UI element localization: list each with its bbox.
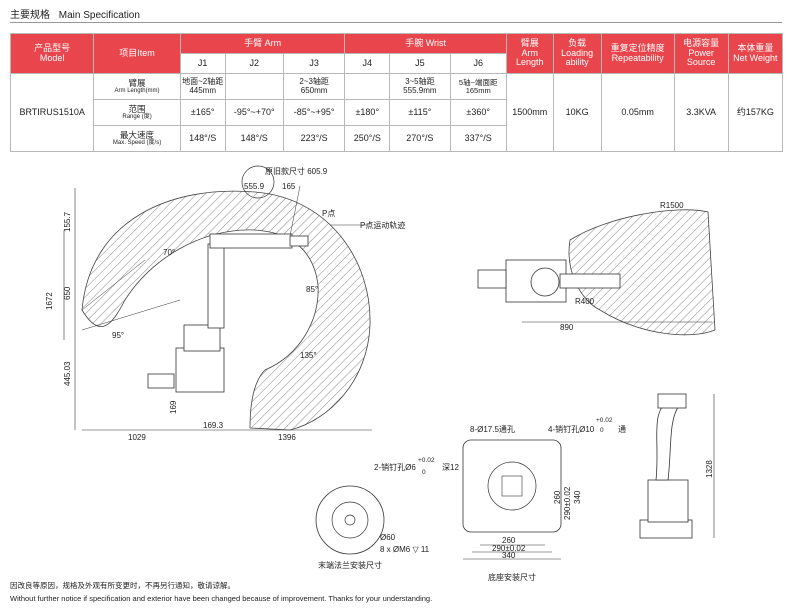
label-pin1: 4-销钉孔Ø10 [548,424,595,434]
weight-value: 约157KG [727,73,784,152]
arm-group-header: 手臂 Arm [179,33,346,54]
robot-base [175,347,225,393]
label-260-h: 260 [502,536,516,545]
label-135deg: 135° [300,351,317,360]
wrist-group-header: 手腕 Wrist [344,33,507,54]
label-pin1-tol: +0.02 [596,417,613,424]
label-85deg: 85° [306,285,318,294]
flange-drawing: 2-销钉孔Ø6 +0.02 0 深12 Ø60 8 x ØM6 ▽ 11 末端法… [315,457,459,570]
label-old-size: 原旧款尺寸 605.9 [265,166,328,176]
robot-connector [147,373,175,389]
label-290-v: 290±0.02 [563,486,572,520]
label-pin2-tol0: 0 [422,469,426,476]
label-260-v: 260 [553,490,562,504]
label-r400: R400 [575,297,595,306]
label-1328: 1328 [705,460,714,478]
top-robot-tool [477,269,507,289]
label-340-h: 340 [502,551,516,560]
label-pin1-depth: 通 [618,424,626,434]
speed-j5: 270°/S [389,125,451,152]
label-155-7: 155.7 [63,211,72,232]
label-169: 169 [169,400,178,414]
footer-note-en: Without further notice if specification … [10,594,433,603]
side-view-drawing: 原旧款尺寸 605.9 555.9 165 P点 P点运动轨迹 70° 95° … [45,165,405,442]
label-1672: 1672 [45,292,54,310]
label-1029: 1029 [128,433,146,442]
label-holes: 8-Ø17.5通孔 [470,424,515,434]
label-555-9: 555.9 [244,182,265,191]
top-robot-arm [559,273,621,289]
label-p-point: P点 [322,209,335,218]
label-169-3: 169.3 [203,421,224,430]
small-arm [655,399,681,481]
range-j6: ±360° [449,99,507,126]
label-70deg: 70° [163,248,175,257]
speed-j3: 223°/S [282,125,346,152]
label-phi60: Ø60 [380,533,396,542]
flange-caption: 末端法兰安装尺寸 [318,560,382,570]
small-robot-drawing: 1328 [639,393,715,539]
base-caption: 底座安装尺寸 [488,572,536,582]
label-pin1-tol0: 0 [600,427,604,434]
speed-j2: 148°/S [224,125,284,152]
footer-note-cn: 因改良等原因，规格及外观有所变更时，不再另行通知，敬请谅解。 [10,581,235,590]
section-title-en: Main Specification [58,10,140,21]
top-robot-turret [530,267,560,297]
label-95deg: 95° [112,331,124,340]
header-divider [10,22,782,23]
top-view-drawing: R1500 R400 890 [477,201,716,336]
range-j1: ±165° [179,99,226,126]
label-445-03: 445.03 [63,361,72,386]
arm-length-value: 1500mm [505,73,554,152]
label-p-track: P点运动轨迹 [360,220,405,230]
small-base [639,519,693,539]
section-title-cn: 主要规格 [10,10,50,21]
label-290-h: 290±0.02 [492,544,526,553]
robot-turret [183,324,221,352]
flange-center [344,514,356,526]
label-pin2: 2-销钉孔Ø6 [374,462,416,472]
robot-lower-arm [207,243,225,329]
label-pin2-depth: 深12 [442,463,459,472]
section-header: 主要规格 Main Specification [10,6,140,21]
speed-j4: 250°/S [344,125,391,152]
item-header: 项目Item [93,33,181,74]
top-workspace [568,209,716,336]
label-r1500: R1500 [660,201,684,210]
repeatability-value: 0.05mm [600,73,675,152]
label-165: 165 [282,182,296,191]
model-header: 产品型号 Model [9,33,95,74]
label-340-v: 340 [573,490,582,504]
workspace-envelope [81,190,371,431]
robot-upper-arm [209,233,293,249]
base-drawing: 8-Ø17.5通孔 4-销钉孔Ø10 +0.02 0 通 260 290±0.0… [462,417,626,582]
small-head [657,393,687,409]
model-value: BRTIRUS1510A [9,73,95,152]
old-size-bubble [241,165,275,199]
label-650: 650 [63,286,72,300]
robot-wrist [289,235,309,247]
label-pin2-tol: +0.02 [418,457,435,464]
label-1396: 1396 [278,433,296,442]
range-j5: ±115° [389,99,451,126]
small-body [647,479,689,523]
base-connector-block [501,475,523,497]
speed-j1: 148°/S [179,125,226,152]
label-890: 890 [560,323,574,332]
label-m6: 8 x ØM6 ▽ 11 [380,545,430,554]
loading-value: 10KG [552,73,602,152]
speed-j6: 337°/S [449,125,507,152]
